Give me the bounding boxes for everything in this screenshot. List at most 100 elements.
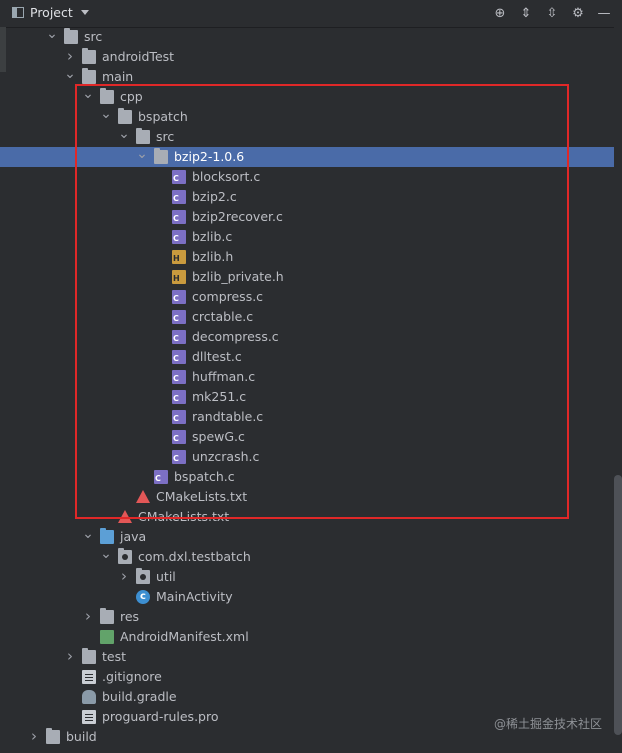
tree-row-label: huffman.c [192,369,256,384]
tree-row[interactable]: proguard-rules.pro [0,707,614,727]
tree-row[interactable]: huffman.c [0,367,614,387]
folder-icon [154,148,168,164]
c-icon [172,210,186,224]
tree-row-label: com.dxl.testbatch [138,549,251,564]
chevron-right-icon[interactable]: › [67,47,73,65]
tree-row[interactable]: crctable.c [0,307,614,327]
h-icon [172,250,186,264]
tree-row-label: crctable.c [192,309,254,324]
tree-row[interactable]: ⌄src [0,127,614,147]
tree-row[interactable]: build.gradle [0,687,614,707]
tree-row-label: MainActivity [156,589,233,604]
tree-row[interactable]: ⌄ src [0,27,614,47]
toolbar-actions: ⊕ ⇕ ⇳ ⚙ — [490,3,614,23]
folder-icon [82,48,96,64]
chevron-down-icon[interactable]: ⌄ [118,126,130,142]
text-icon [82,710,96,724]
h-icon [172,270,186,284]
hide-icon[interactable]: — [597,5,611,21]
tree-row[interactable]: bzlib_private.h [0,267,614,287]
c-icon [172,350,186,364]
tree-row[interactable]: bzip2.c [0,187,614,207]
tree-row-label: src [84,29,103,44]
tree-row-label: dlltest.c [192,349,242,364]
c-icon [172,310,186,324]
tree-row[interactable]: ⌄java [0,527,614,547]
locate-icon[interactable]: ⊕ [494,5,506,21]
tree-row-label: mk251.c [192,389,247,404]
chevron-down-icon[interactable]: ⌄ [136,146,148,162]
tree-row[interactable]: .gitignore [0,667,614,687]
tree-row[interactable]: › androidTest [0,47,614,67]
collapse-all-icon[interactable]: ⇳ [546,5,558,21]
tree-row[interactable]: bzlib.c [0,227,614,247]
expand-all-icon[interactable]: ⇕ [520,5,532,21]
c-icon [154,470,168,484]
tree-row-label: unzcrash.c [192,449,260,464]
folder-icon [100,88,114,104]
tree-row[interactable]: mk251.c [0,387,614,407]
tree-row-label: .gitignore [102,669,162,684]
c-icon [172,430,186,444]
tree-row[interactable]: bzlib.h [0,247,614,267]
tree-row[interactable]: bspatch.c [0,467,614,487]
chevron-down-icon [80,10,89,15]
chevron-down-icon[interactable]: ⌄ [100,106,112,122]
tree-row[interactable]: bzip2recover.c [0,207,614,227]
tree-row-label: bzip2-1.0.6 [174,149,245,164]
chevron-right-icon[interactable]: › [31,727,37,745]
project-tree[interactable]: ⌄src›androidTest⌄main⌄cpp⌄bspatch⌄src⌄bz… [0,27,614,753]
tree-row[interactable]: ⌄ com.dxl.testbatch [0,547,614,567]
tree-row-label: res [120,609,140,624]
tree-row[interactable]: ›test [0,647,614,667]
tree-row-label: main [102,69,134,84]
tree-row[interactable]: randtable.c [0,407,614,427]
tree-row[interactable]: AndroidManifest.xml [0,627,614,647]
c-icon [172,230,186,244]
tree-row-label: CMakeLists.txt [138,509,230,524]
tree-row[interactable]: blocksort.c [0,167,614,187]
package-icon [136,568,150,584]
tree-row[interactable]: MainActivity [0,587,614,607]
scrollbar-track[interactable] [614,27,622,753]
chevron-right-icon[interactable]: › [85,607,91,625]
tree-row-label: AndroidManifest.xml [120,629,249,644]
tree-row-label: cpp [120,89,143,104]
tree-row[interactable]: spewG.c [0,427,614,447]
tree-row[interactable]: unzcrash.c [0,447,614,467]
tree-row[interactable]: ⌄ bspatch [0,107,614,127]
scrollbar-thumb[interactable] [614,475,622,735]
project-window-icon [12,7,24,18]
tree-row-label: bspatch.c [174,469,235,484]
tree-row[interactable]: ⌄ bzip2-1.0.6 [0,147,614,167]
tree-row-label: CMakeLists.txt [156,489,248,504]
project-view-selector[interactable]: Project [12,5,89,20]
folder-icon [46,728,60,744]
chevron-right-icon[interactable]: › [67,647,73,665]
tree-row-label: util [156,569,176,584]
gear-icon[interactable]: ⚙ [572,5,584,21]
chevron-down-icon[interactable]: ⌄ [82,526,94,542]
chevron-down-icon[interactable]: ⌄ [46,27,58,42]
tree-row-label: bspatch [138,109,188,124]
tree-row-label: androidTest [102,49,175,64]
chevron-down-icon[interactable]: ⌄ [100,546,112,562]
tree-row[interactable]: › res [0,607,614,627]
tree-row[interactable]: decompress.c [0,327,614,347]
tree-row-label: bzlib.h [192,249,234,264]
tree-row[interactable]: ›build [0,727,614,747]
c-icon [172,290,186,304]
tree-row[interactable]: CMakeLists.txt [0,487,614,507]
tree-row[interactable]: CMakeLists.txt [0,507,614,527]
tree-row[interactable]: dlltest.c [0,347,614,367]
chevron-down-icon[interactable]: ⌄ [64,66,76,82]
chevron-down-icon[interactable]: ⌄ [82,86,94,102]
tree-row-label: bzip2.c [192,189,237,204]
c-icon [172,170,186,184]
tree-row[interactable]: ⌄ cpp [0,87,614,107]
tree-row[interactable]: ⌄ main [0,67,614,87]
tree-row[interactable]: compress.c [0,287,614,307]
c-icon [172,410,186,424]
tree-row[interactable]: › util [0,567,614,587]
chevron-right-icon[interactable]: › [121,567,127,585]
